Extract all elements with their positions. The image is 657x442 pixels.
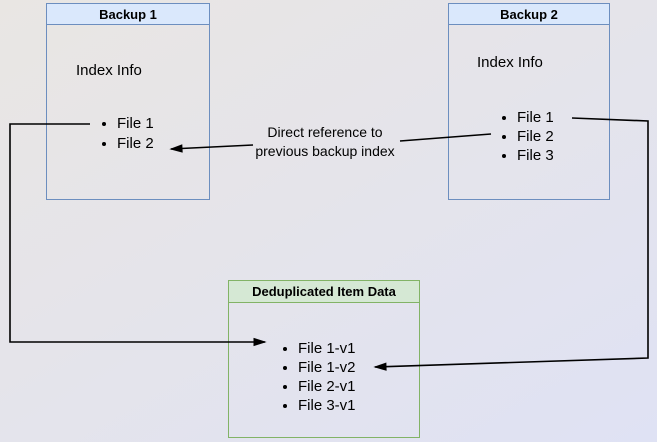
direct-reference-label: Direct reference to previous backup inde… (255, 124, 395, 159)
file-list-item: File 3-v1 (298, 396, 356, 415)
file-list-item: File 2-v1 (298, 377, 356, 396)
backup2-index-info-label: Index Info (477, 54, 543, 71)
dedup-file-list: File 1-v1 File 1-v2 File 2-v1 File 3-v1 (280, 339, 356, 415)
dedup-title: Deduplicated Item Data (229, 281, 419, 303)
dedup-box: Deduplicated Item Data File 1-v1 File 1-… (228, 280, 420, 438)
backup1-title: Backup 1 (47, 4, 209, 25)
backup2-title: Backup 2 (449, 4, 609, 25)
file-list-item: File 1 (117, 114, 154, 134)
file-list-item: File 1-v1 (298, 339, 356, 358)
backup1-file-list: File 1 File 2 (99, 114, 154, 154)
backup1-box: Backup 1 Index Info File 1 File 2 (46, 3, 210, 200)
backup2-box: Backup 2 Index Info File 1 File 2 File 3 (448, 3, 610, 200)
file-list-item: File 2 (117, 134, 154, 154)
backup1-index-info-label: Index Info (76, 62, 142, 79)
file-list-item: File 1-v2 (298, 358, 356, 377)
file-list-item: File 2 (517, 127, 554, 146)
file-list-item: File 3 (517, 146, 554, 165)
file-list-item: File 1 (517, 108, 554, 127)
backup2-file-list: File 1 File 2 File 3 (499, 108, 554, 165)
